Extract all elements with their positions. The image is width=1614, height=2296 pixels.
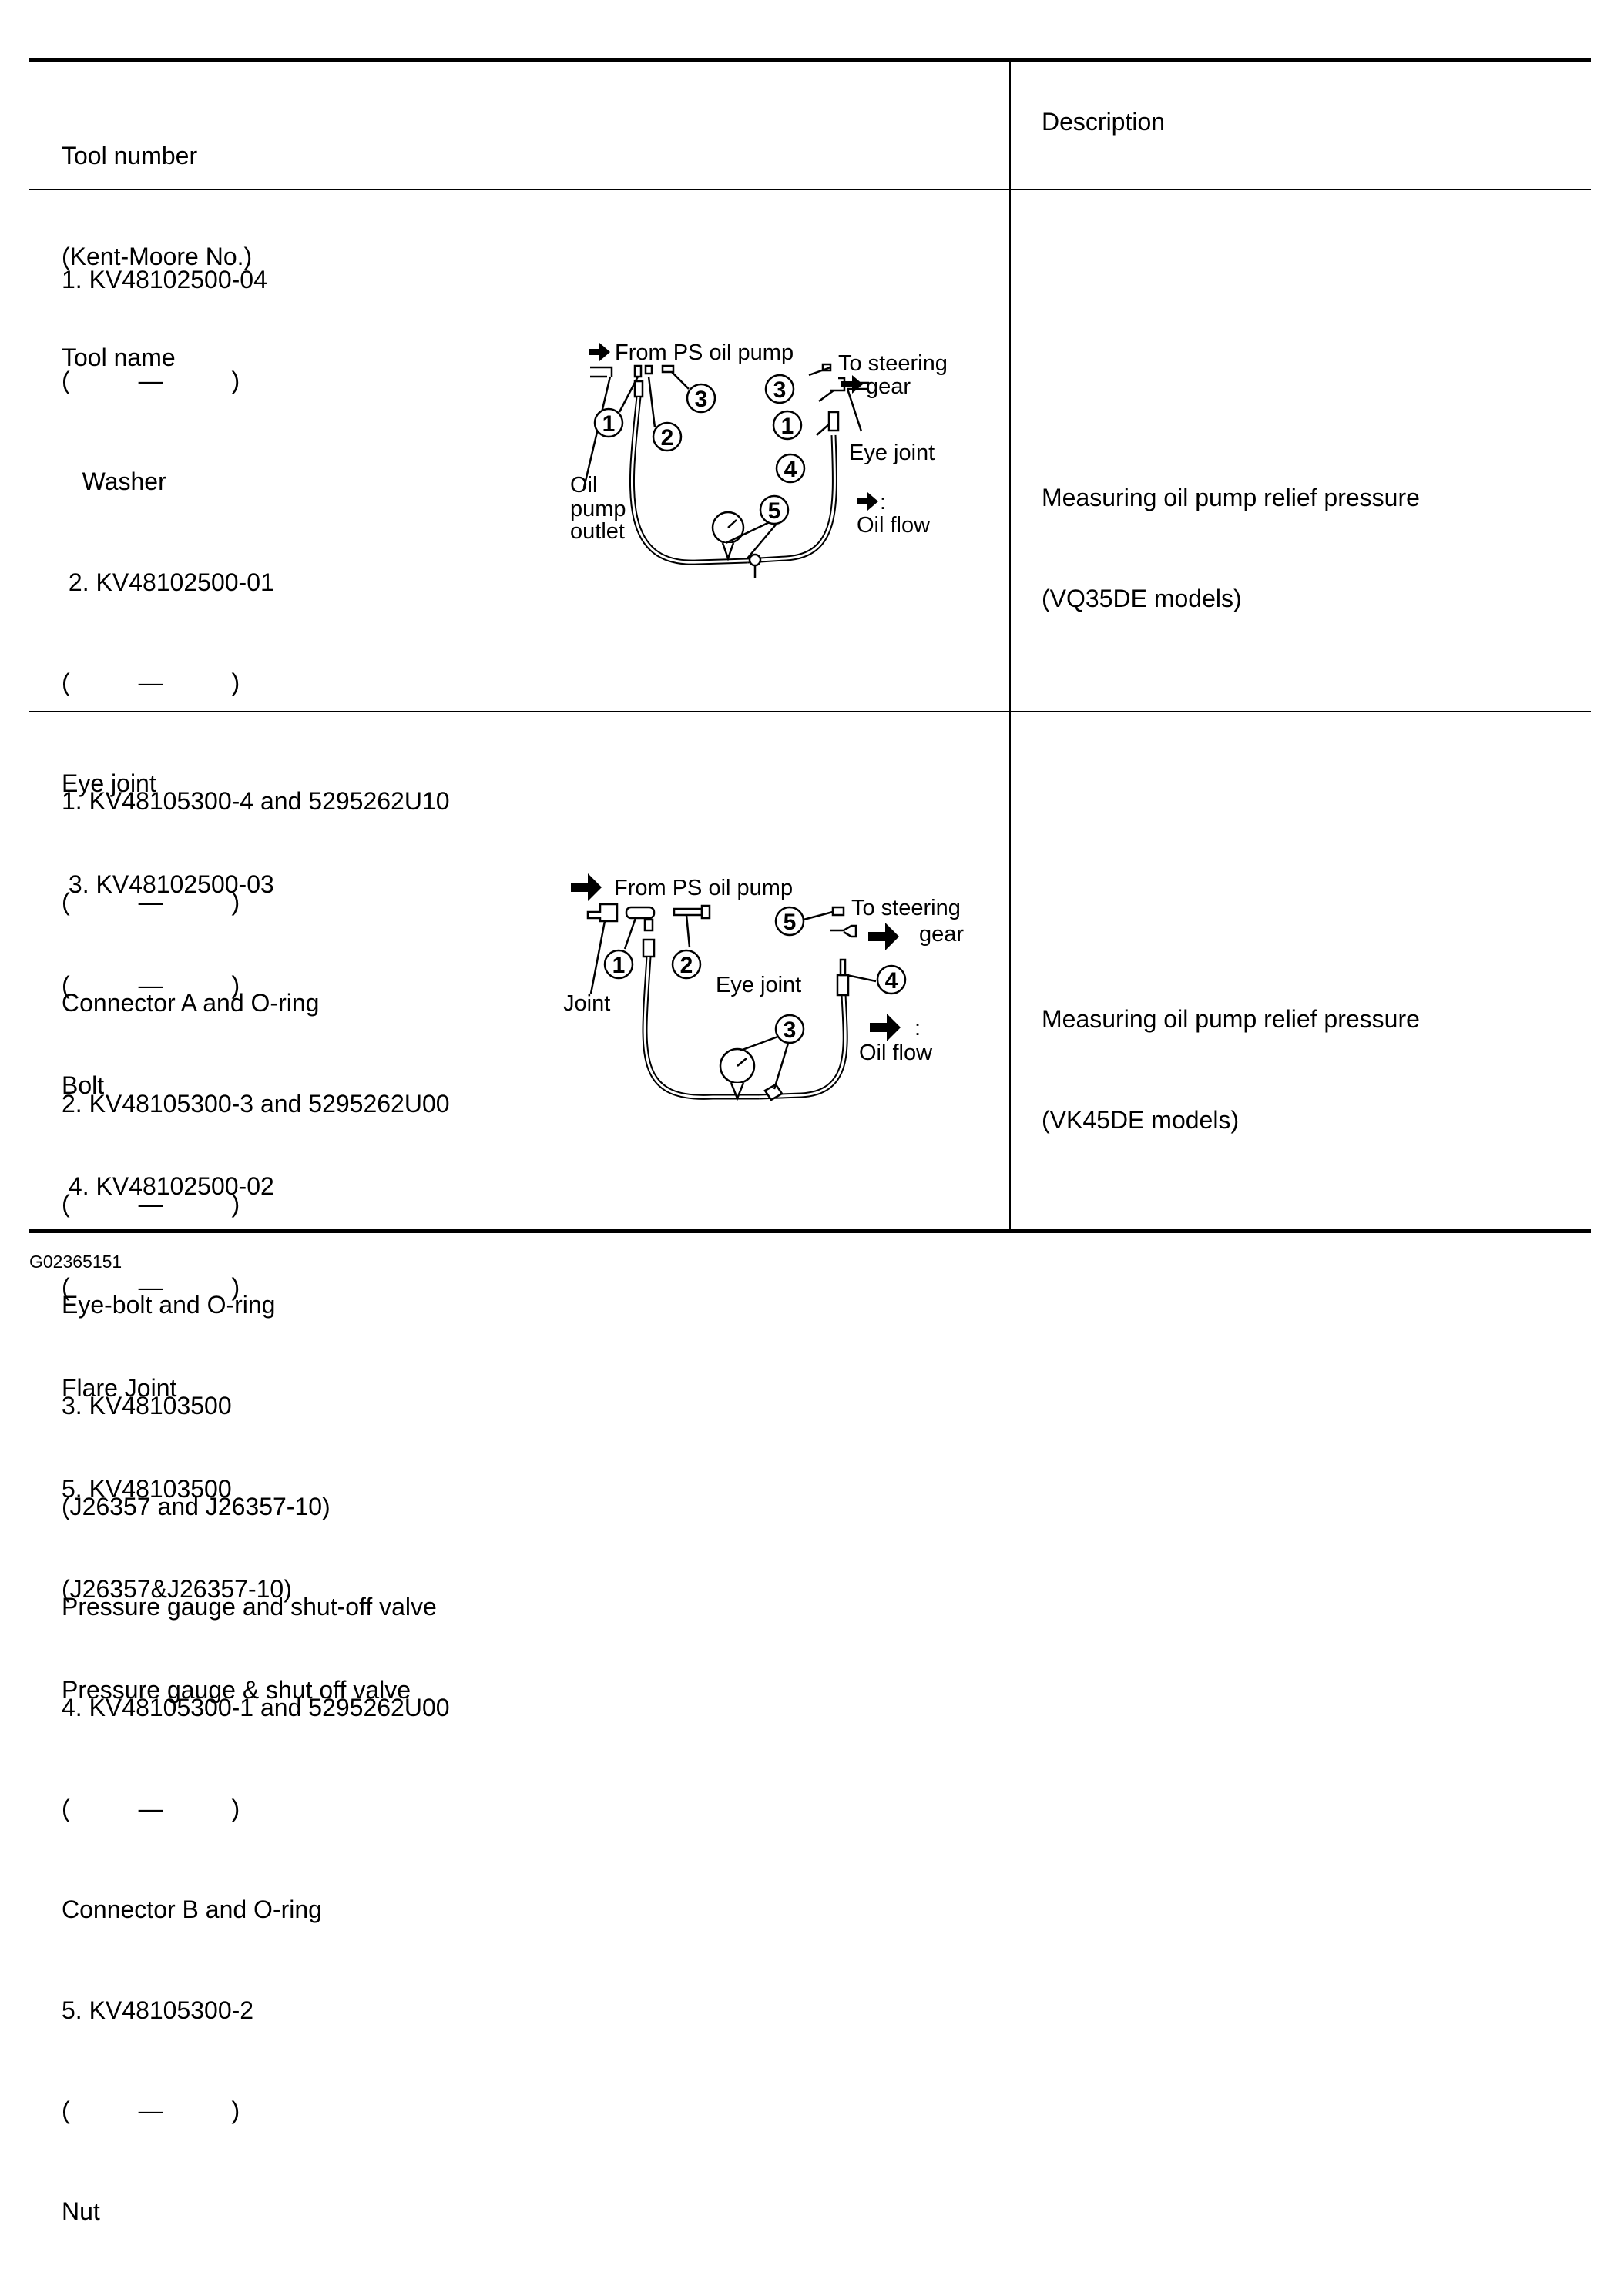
eye-joint-label: Eye joint — [716, 973, 801, 997]
row2-description: Measuring oil pump relief pressure (VK45… — [1042, 936, 1420, 1205]
number-label: 1 — [602, 411, 616, 437]
list-item: ( — ) — [62, 1795, 240, 1822]
flow-arrow-icon — [857, 492, 878, 511]
number-label: 5 — [768, 498, 781, 524]
number-label: 4 — [885, 968, 898, 994]
joint-label: Joint — [563, 991, 610, 1016]
list-item: Connector A and O-ring — [62, 988, 320, 1017]
number-label: 5 — [784, 910, 797, 935]
vq35de-gauge-setup-figure: From PS oil pump — [570, 340, 948, 578]
list-item: 2. KV48102500-01 — [62, 568, 274, 596]
eye-joint-label: Eye joint — [849, 441, 935, 465]
number-label: 2 — [661, 425, 674, 451]
list-item: Nut — [62, 2197, 100, 2226]
list-item: Bolt — [62, 1071, 105, 1100]
row1-description: Measuring oil pump relief pressure (VQ35… — [1042, 414, 1420, 683]
number-label: 1 — [781, 414, 794, 439]
header-description: Description — [1042, 108, 1166, 136]
figure-id: G02365151 — [29, 1252, 122, 1272]
flow-arrow-icon — [571, 873, 602, 901]
column-divider — [1009, 60, 1011, 1232]
legend-colon: : — [914, 1016, 921, 1041]
list-item: Pressure gauge and shut-off valve — [62, 1593, 437, 1621]
list-item: (J26357 and J26357-10) — [62, 1492, 331, 1520]
description-line: Measuring oil pump relief pressure — [1042, 1005, 1420, 1034]
list-item: ( — ) — [62, 1273, 240, 1301]
flow-arrow-icon — [868, 923, 899, 950]
list-item: ( — ) — [62, 669, 240, 697]
to-gear-label-1: To steering — [851, 896, 961, 920]
list-item: ( — ) — [62, 970, 240, 999]
to-gear-label-1: To steering — [838, 351, 948, 376]
table-top-border — [29, 58, 1591, 62]
list-item: Washer — [62, 467, 166, 495]
flow-arrow-icon — [841, 375, 863, 394]
from-pump-label: From PS oil pump — [614, 876, 793, 900]
header-tool-number: Tool number — [62, 142, 198, 170]
list-item: Eye joint — [62, 769, 156, 798]
legend-colon: : — [880, 490, 886, 515]
list-item: 5. KV48105300-2 — [62, 1996, 254, 2024]
list-item: 2. KV48105300-3 and 5295262U00 — [62, 1089, 450, 1118]
description-line: Measuring oil pump relief pressure — [1042, 484, 1420, 512]
to-gear-label-2: gear — [866, 374, 911, 399]
list-item: 4. KV48102500-02 — [62, 1172, 274, 1201]
number-label: 1 — [612, 953, 626, 978]
header-divider — [29, 189, 1591, 190]
list-item: 1. KV48105300-4 and 5295262U10 — [62, 787, 450, 816]
list-item: ( — ) — [62, 887, 240, 916]
header-tool-cell: Tool number (Kent-Moore No.) Tool name — [62, 72, 252, 442]
table-bottom-border — [29, 1229, 1591, 1233]
flow-arrow-icon — [589, 343, 610, 361]
description-line: (VQ35DE models) — [1042, 584, 1242, 612]
to-gear-label-2: gear — [919, 922, 964, 947]
oil-flow-label: Oil flow — [857, 513, 931, 538]
outlet-label: outlet — [570, 519, 625, 544]
header-tool-name: Tool name — [62, 343, 176, 371]
list-item: 4. KV48105300-1 and 5295262U00 — [62, 1694, 450, 1722]
oil-label: Oil — [570, 473, 597, 498]
header-kent-moore: (Kent-Moore No.) — [62, 242, 253, 270]
oil-flow-label: Oil flow — [859, 1041, 933, 1065]
row2-tool-list: 1. KV48105300-4 and 5295262U10 ( — ) Con… — [62, 718, 450, 2296]
number-label: 2 — [680, 953, 693, 978]
list-item: Eye-bolt and O-ring — [62, 1291, 276, 1319]
service-manual-page: Tool number (Kent-Moore No.) Tool name D… — [29, 58, 1591, 2225]
number-label: 4 — [784, 457, 797, 482]
list-item: 3. KV48102500-03 — [62, 870, 274, 898]
row-divider — [29, 711, 1591, 712]
number-label: 3 — [695, 387, 708, 412]
number-label: 3 — [784, 1017, 797, 1043]
pump-label: pump — [570, 497, 626, 521]
flow-arrow-icon — [870, 1014, 901, 1041]
list-item: 1. KV48102500-04 — [62, 266, 267, 294]
list-item: ( — ) — [62, 366, 240, 394]
list-item: ( — ) — [62, 1190, 240, 1218]
from-pump-label: From PS oil pump — [615, 340, 794, 365]
list-item: ( — ) — [62, 2097, 240, 2125]
vk45de-gauge-setup-figure: From PS oil pump — [563, 873, 964, 1101]
number-label: 3 — [773, 377, 787, 403]
description-line: (VK45DE models) — [1042, 1105, 1240, 1134]
list-item: 3. KV48103500 — [62, 1391, 232, 1419]
list-item: Connector B and O-ring — [62, 1895, 322, 1923]
